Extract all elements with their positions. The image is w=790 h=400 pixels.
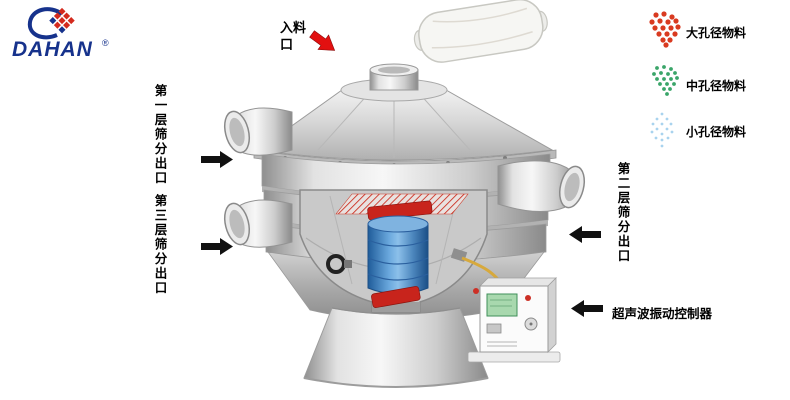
logo-swoosh-icon	[27, 7, 64, 40]
machine-base	[303, 307, 489, 388]
legend-large-particles-icon	[649, 11, 681, 48]
machine-lid	[256, 78, 554, 161]
outlet-layer2-arrow	[569, 226, 601, 243]
feed-inlet-arrow	[309, 30, 336, 51]
legend-label-medium-particles: 中孔径物料	[686, 79, 747, 93]
outlet-layer1-label: 第一层筛分出口	[152, 84, 167, 186]
controller-arrow	[571, 300, 603, 317]
controller-switch	[486, 323, 502, 334]
feed-inlet-label: 入料口	[280, 20, 307, 52]
eccentric-weight-bottom	[371, 286, 421, 308]
outlet-layer2-label: 第二层筛分出口	[615, 162, 630, 264]
vibrating-sieve-machine	[223, 63, 586, 388]
outlet-layer1-arrow	[201, 151, 233, 168]
controller-indicator	[525, 295, 531, 301]
legend-small-particles-icon	[650, 112, 674, 148]
legend-label-large-particles: 大孔径物料	[686, 26, 747, 40]
outlet-layer3-arrow	[201, 238, 233, 255]
controller-label: 超声波振动控制器	[612, 307, 713, 321]
legend-medium-particles-icon	[652, 65, 679, 96]
material-bag	[413, 0, 548, 63]
outlet-spout-layer2	[497, 160, 586, 212]
legend-label-small-particles: 小孔径物料	[686, 125, 747, 139]
outlet-spout-layer1	[223, 107, 293, 156]
clamp-handle-ring	[326, 254, 352, 274]
controller-display	[486, 293, 518, 317]
outlet-layer3-label: 第三层筛分出口	[152, 194, 167, 296]
vibration-motor	[367, 200, 433, 308]
brand-logo: DAHAN ®	[12, 7, 109, 61]
ultrasonic-controller-box	[467, 277, 561, 363]
logo-brand-text: DAHAN	[12, 38, 93, 61]
logo-registered-mark: ®	[102, 38, 109, 48]
feed-inlet-port	[369, 63, 419, 91]
outlet-spout-layer3	[223, 199, 293, 248]
